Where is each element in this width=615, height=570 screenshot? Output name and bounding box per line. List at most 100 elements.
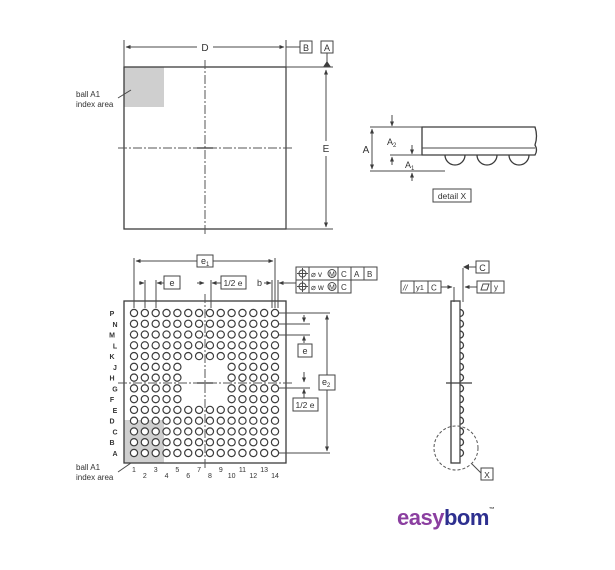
solder-ball <box>129 362 139 372</box>
solder-ball <box>249 438 258 447</box>
solder-ball <box>259 341 269 350</box>
solder-ball <box>249 308 258 318</box>
row-label: A <box>112 451 117 458</box>
solder-ball <box>184 341 193 350</box>
row-label: K <box>109 354 114 361</box>
solder-ball <box>184 416 193 425</box>
solder-ball <box>129 394 139 404</box>
detail-x-ref: X <box>484 470 490 480</box>
solder-ball <box>140 373 150 382</box>
solder-ball <box>184 351 193 361</box>
solder-ball <box>173 362 182 372</box>
row-label: M <box>109 333 115 340</box>
solder-ball <box>173 351 182 361</box>
solder-ball <box>216 448 225 458</box>
solder-ball <box>129 405 139 415</box>
solder-ball <box>184 427 193 436</box>
dim-e1-label: e1 <box>201 256 210 268</box>
column-label: 2 <box>143 473 147 480</box>
solder-ball <box>249 362 258 372</box>
solder-ball <box>205 351 215 361</box>
svg-text:B: B <box>367 270 372 279</box>
solder-ball <box>259 438 269 447</box>
solder-ball <box>238 319 247 328</box>
column-label: 1 <box>132 467 136 474</box>
solder-ball <box>151 373 160 382</box>
solder-ball <box>238 394 247 404</box>
easybom-logo: easybom™ <box>397 505 495 531</box>
solder-ball <box>194 416 204 425</box>
solder-ball <box>216 330 225 339</box>
solder-ball <box>227 362 236 372</box>
solder-ball <box>129 308 139 318</box>
solder-ball <box>151 351 160 361</box>
solder-ball <box>259 319 269 328</box>
solder-ball <box>162 330 171 339</box>
column-label: 4 <box>165 473 169 480</box>
solder-ball <box>173 373 182 382</box>
column-label: 11 <box>239 467 246 474</box>
solder-ball <box>162 438 171 447</box>
solder-ball <box>238 373 247 382</box>
solder-ball <box>216 319 225 328</box>
solder-ball <box>151 427 160 436</box>
row-label: L <box>113 343 118 350</box>
dim-a-label: A <box>363 145 370 156</box>
solder-ball <box>140 427 150 436</box>
solder-ball <box>194 438 204 447</box>
solder-ball <box>162 427 171 436</box>
solder-ball <box>216 427 225 436</box>
solder-ball <box>151 319 160 328</box>
solder-ball <box>162 341 171 350</box>
solder-ball <box>173 319 182 328</box>
solder-ball <box>270 351 280 361</box>
solder-ball <box>162 351 171 361</box>
solder-ball <box>238 384 247 393</box>
solder-ball <box>205 330 215 339</box>
logo-part-easy: easy <box>397 505 444 530</box>
solder-ball <box>173 394 182 404</box>
solder-ball <box>129 341 139 350</box>
solder-ball <box>173 438 182 447</box>
side-view: C // y1 C y X <box>400 260 505 481</box>
solder-ball <box>194 448 204 458</box>
solder-ball <box>162 448 171 458</box>
svg-text:C: C <box>431 284 437 293</box>
solder-ball <box>194 341 204 350</box>
row-label: B <box>109 440 114 447</box>
index-area-label-bottom: ball A1 index area <box>76 463 114 482</box>
solder-ball <box>205 448 215 458</box>
solder-ball <box>162 416 171 425</box>
solder-ball <box>270 448 280 458</box>
row-label: P <box>110 311 115 318</box>
solder-ball <box>259 384 269 393</box>
column-label: 14 <box>271 473 279 480</box>
solder-ball <box>238 330 247 339</box>
detail-x-caption: detail X <box>438 191 467 201</box>
solder-ball <box>249 405 258 415</box>
solder-ball <box>151 438 160 447</box>
solder-ball <box>259 351 269 361</box>
solder-ball <box>270 427 280 436</box>
solder-ball <box>129 438 139 447</box>
dim-d-label: D <box>201 43 208 54</box>
solder-ball <box>227 319 236 328</box>
solder-ball <box>151 448 160 458</box>
solder-ball <box>249 416 258 425</box>
detail-x-circle <box>433 425 479 471</box>
solder-ball <box>205 438 215 447</box>
solder-ball <box>227 330 236 339</box>
solder-ball <box>259 427 269 436</box>
solder-ball <box>238 341 247 350</box>
solder-ball <box>194 308 204 318</box>
datum-c-label: C <box>479 263 486 273</box>
solder-ball <box>270 341 280 350</box>
solder-ball <box>140 438 150 447</box>
column-label: 12 <box>249 473 257 480</box>
solder-ball <box>270 319 280 328</box>
solder-ball <box>151 394 160 404</box>
solder-ball <box>238 308 247 318</box>
solder-ball <box>140 362 150 372</box>
